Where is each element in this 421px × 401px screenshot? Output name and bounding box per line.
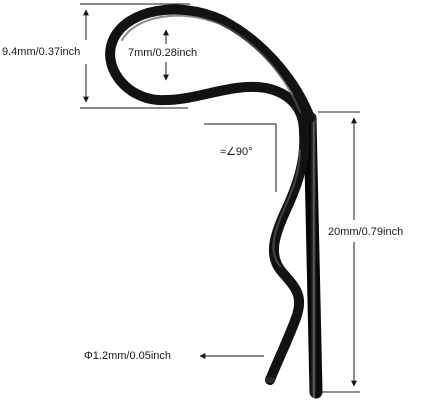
wire-end — [265, 377, 275, 383]
top-loop — [105, 4, 315, 137]
bend-angle-label: ≈∠90° — [220, 146, 253, 158]
bent-leg — [265, 127, 310, 385]
outer-loop-dimension — [80, 3, 190, 109]
length-dimension — [316, 111, 360, 393]
top-loop-highlight — [121, 14, 301, 113]
bent-leg-highlight — [272, 149, 301, 267]
wire-diameter-label: Φ1.2mm/0.05inch — [84, 350, 172, 362]
length-label: 20mm/0.79inch — [328, 226, 404, 238]
r-clip-wire — [105, 4, 323, 399]
straight-leg — [303, 111, 323, 399]
bend-angle-indicator — [204, 123, 277, 192]
inner-loop-height-label: 7mm/0.28inch — [128, 47, 198, 59]
outer-loop-height-label: 9.4mm/0.37inch — [2, 46, 81, 58]
